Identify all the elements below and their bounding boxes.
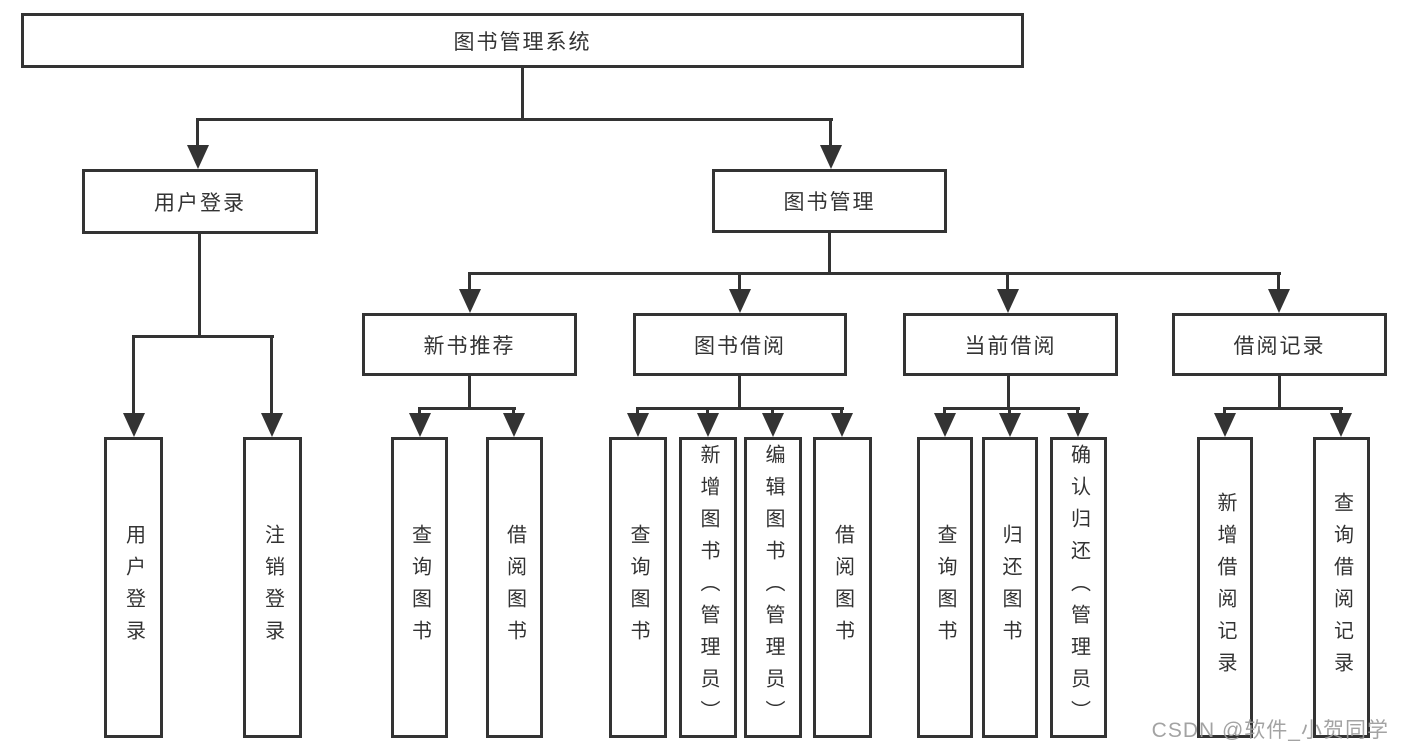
leaf-label: 查询图书	[627, 523, 649, 652]
connector-line	[636, 407, 844, 410]
leaf-label: 确认归还（管理员）	[1067, 443, 1090, 732]
connector-line	[468, 376, 471, 409]
connector-line	[198, 234, 201, 338]
csdn-watermark: CSDN @软件_小贺同学	[1151, 719, 1389, 742]
connector-line	[738, 376, 741, 409]
arrow-down-icon	[820, 145, 842, 169]
leaf-label: 查询借阅记录	[1330, 491, 1353, 684]
arrow-down-icon	[1268, 289, 1290, 313]
leaf-borrow-books: 借阅图书	[486, 437, 543, 738]
connector-line	[418, 407, 516, 410]
arrow-down-icon	[1067, 413, 1089, 437]
node-label: 图书管理	[783, 191, 876, 214]
arrow-down-icon	[997, 289, 1019, 313]
connector-line	[1006, 272, 1009, 292]
node-root-label: 图书管理系统	[453, 30, 592, 54]
arrow-down-icon	[123, 413, 145, 437]
leaf-label: 新增图书（管理员）	[697, 443, 719, 732]
arrow-down-icon	[999, 413, 1021, 437]
connector-line	[468, 272, 471, 292]
leaf-label: 查询图书	[934, 523, 956, 652]
node-new-book-recommend: 新书推荐	[362, 313, 577, 376]
node-label: 新书推荐	[423, 334, 516, 358]
connector-line	[196, 118, 199, 150]
connector-line	[738, 272, 741, 292]
connector-line	[132, 335, 135, 415]
arrow-down-icon	[1214, 413, 1236, 437]
arrow-down-icon	[762, 413, 784, 437]
arrow-down-icon	[1330, 413, 1352, 437]
leaf-query-borrow-record: 查询借阅记录	[1313, 437, 1370, 738]
connector-line	[829, 118, 832, 150]
arrow-down-icon	[261, 413, 283, 437]
node-label: 用户登录	[154, 191, 246, 215]
arrow-down-icon	[187, 145, 209, 169]
node-label: 借阅记录	[1233, 334, 1326, 358]
arrow-down-icon	[459, 289, 481, 313]
leaf-confirm-return-admin: 确认归还（管理员）	[1050, 437, 1107, 738]
leaf-borrow-books: 借阅图书	[813, 437, 872, 738]
node-root-system: 图书管理系统	[21, 13, 1024, 68]
connector-line	[270, 335, 273, 415]
connector-line	[1223, 407, 1343, 410]
leaf-add-borrow-record: 新增借阅记录	[1197, 437, 1253, 738]
arrow-down-icon	[503, 413, 525, 437]
connector-line	[132, 335, 274, 338]
node-current-borrow: 当前借阅	[903, 313, 1118, 376]
leaf-label: 注销登录	[261, 523, 284, 652]
leaf-label: 编辑图书（管理员）	[762, 443, 784, 732]
leaf-user-login: 用户登录	[104, 437, 163, 738]
leaf-label: 新增借阅记录	[1214, 491, 1236, 684]
leaf-label: 归还图书	[999, 523, 1021, 652]
arrow-down-icon	[697, 413, 719, 437]
node-borrow-records: 借阅记录	[1172, 313, 1387, 376]
arrow-down-icon	[729, 289, 751, 313]
leaf-add-books-admin: 新增图书（管理员）	[679, 437, 737, 738]
node-user-login: 用户登录	[82, 169, 318, 234]
arrow-down-icon	[409, 413, 431, 437]
connector-line	[1278, 376, 1281, 409]
arrow-down-icon	[627, 413, 649, 437]
leaf-label: 借阅图书	[831, 523, 854, 652]
leaf-label: 用户登录	[122, 523, 145, 652]
connector-line	[196, 118, 833, 121]
connector-line	[828, 233, 831, 275]
leaf-query-books: 查询图书	[391, 437, 448, 738]
arrow-down-icon	[831, 413, 853, 437]
leaf-label: 查询图书	[408, 523, 431, 652]
leaf-edit-books-admin: 编辑图书（管理员）	[744, 437, 802, 738]
leaf-query-books: 查询图书	[609, 437, 667, 738]
node-book-borrow: 图书借阅	[633, 313, 847, 376]
node-label: 当前借阅	[964, 334, 1057, 358]
node-book-management: 图书管理	[712, 169, 947, 233]
arrow-down-icon	[934, 413, 956, 437]
connector-line	[468, 272, 1281, 275]
leaf-return-books: 归还图书	[982, 437, 1038, 738]
connector-line	[1007, 376, 1010, 409]
connector-line	[1277, 272, 1280, 292]
leaf-logout: 注销登录	[243, 437, 302, 738]
leaf-label: 借阅图书	[503, 523, 526, 652]
node-label: 图书借阅	[694, 334, 786, 358]
connector-line	[943, 407, 1080, 410]
leaf-query-books: 查询图书	[917, 437, 973, 738]
connector-line	[521, 68, 524, 121]
